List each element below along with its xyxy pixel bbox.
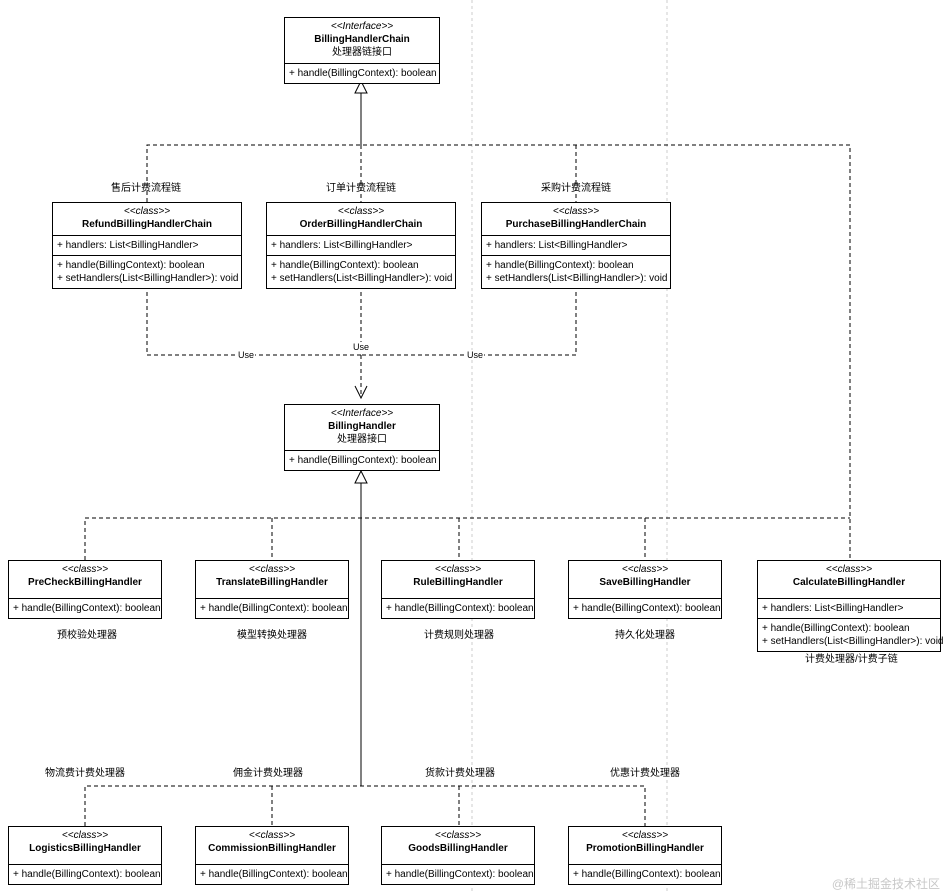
stereotype: <<class>> bbox=[621, 564, 669, 575]
billing-handler-chain-interface[interactable]: <<Interface>> BillingHandlerChain 处理器链接口… bbox=[284, 17, 440, 84]
class-name: PreCheckBillingHandler bbox=[28, 577, 142, 588]
field: + handlers: List<BillingHandler> bbox=[486, 240, 628, 251]
field: + handlers: List<BillingHandler> bbox=[271, 240, 413, 251]
caption-precheck: 预校验处理器 bbox=[57, 630, 117, 641]
use-label-order: Use bbox=[352, 342, 371, 352]
caption-calculate: 计费处理器/计费子链 bbox=[805, 654, 898, 665]
goods-billing-handler[interactable]: <<class>> GoodsBillingHandler + handle(B… bbox=[381, 826, 535, 885]
method: + handle(BillingContext): boolean bbox=[200, 603, 348, 614]
realization-arrow-handler bbox=[354, 469, 368, 484]
billing-handler-interface[interactable]: <<Interface>> BillingHandler 处理器接口 + han… bbox=[284, 404, 440, 471]
chain-label-refund: 售后计费流程链 bbox=[111, 183, 181, 194]
method: + handle(BillingContext): boolean bbox=[289, 68, 437, 79]
use-arrow bbox=[354, 385, 368, 400]
method: + handle(BillingContext): boolean bbox=[200, 869, 348, 880]
class-name: RefundBillingHandlerChain bbox=[82, 219, 212, 230]
class-name: LogisticsBillingHandler bbox=[29, 843, 141, 854]
method: + handle(BillingContext): boolean bbox=[289, 455, 437, 466]
label-promotion: 优惠计费处理器 bbox=[610, 768, 680, 779]
class-name: OrderBillingHandlerChain bbox=[299, 219, 423, 230]
class-name: SaveBillingHandler bbox=[599, 577, 691, 588]
method: + handle(BillingContext): boolean bbox=[386, 869, 534, 880]
method: + handle(BillingContext): boolean bbox=[573, 869, 721, 880]
stereotype: <<class>> bbox=[123, 206, 171, 217]
label-goods: 货款计费处理器 bbox=[425, 768, 495, 779]
stereotype: <<class>> bbox=[248, 830, 296, 841]
label-logistics: 物流费计费处理器 bbox=[45, 768, 125, 779]
caption-translate: 模型转换处理器 bbox=[237, 630, 307, 641]
realization-arrow-chain bbox=[354, 79, 368, 94]
promotion-billing-handler[interactable]: <<class>> PromotionBillingHandler + hand… bbox=[568, 826, 722, 885]
stereotype: <<class>> bbox=[61, 564, 109, 575]
method: + setHandlers(List<BillingHandler>): voi… bbox=[486, 273, 668, 284]
stereotype: <<class>> bbox=[248, 564, 296, 575]
method: + handle(BillingContext): boolean bbox=[386, 603, 534, 614]
field: + handlers: List<BillingHandler> bbox=[57, 240, 199, 251]
stereotype: <<class>> bbox=[434, 830, 482, 841]
class-name: BillingHandlerChain bbox=[314, 34, 410, 45]
label-commission: 佣金计费处理器 bbox=[233, 768, 303, 779]
logistics-billing-handler[interactable]: <<class>> LogisticsBillingHandler + hand… bbox=[8, 826, 162, 885]
realization-lines-top bbox=[146, 144, 851, 560]
method: + setHandlers(List<BillingHandler>): voi… bbox=[762, 636, 944, 647]
method: + handle(BillingContext): boolean bbox=[13, 603, 161, 614]
order-billing-handler-chain[interactable]: <<class>> OrderBillingHandlerChain + han… bbox=[266, 202, 456, 289]
class-subtitle: 处理器链接口 bbox=[332, 47, 392, 58]
method: + setHandlers(List<BillingHandler>): voi… bbox=[271, 273, 453, 284]
method: + handle(BillingContext): boolean bbox=[762, 623, 910, 634]
realization-lines-bottom bbox=[84, 785, 646, 826]
use-label-refund: Use bbox=[237, 350, 256, 360]
commission-billing-handler[interactable]: <<class>> CommissionBillingHandler + han… bbox=[195, 826, 349, 885]
stereotype: <<Interface>> bbox=[330, 408, 394, 419]
method: + handle(BillingContext): boolean bbox=[573, 603, 721, 614]
chain-label-order: 订单计费流程链 bbox=[326, 183, 396, 194]
class-name: BillingHandler bbox=[328, 421, 396, 432]
realization-lines-mid bbox=[84, 517, 850, 560]
watermark: @稀土掘金技术社区 bbox=[831, 877, 940, 891]
method: + handle(BillingContext): boolean bbox=[486, 260, 634, 271]
class-name: CommissionBillingHandler bbox=[208, 843, 336, 854]
caption-save: 持久化处理器 bbox=[615, 630, 675, 641]
purchase-billing-handler-chain[interactable]: <<class>> PurchaseBillingHandlerChain + … bbox=[481, 202, 671, 289]
method: + handle(BillingContext): boolean bbox=[13, 869, 161, 880]
class-name: CalculateBillingHandler bbox=[792, 577, 906, 588]
translate-billing-handler[interactable]: <<class>> TranslateBillingHandler + hand… bbox=[195, 560, 349, 619]
save-billing-handler[interactable]: <<class>> SaveBillingHandler + handle(Bi… bbox=[568, 560, 722, 619]
stereotype: <<class>> bbox=[552, 206, 600, 217]
class-subtitle: 处理器接口 bbox=[337, 434, 387, 445]
calculate-billing-handler[interactable]: <<class>> CalculateBillingHandler + hand… bbox=[757, 560, 944, 652]
stereotype: <<class>> bbox=[621, 830, 669, 841]
caption-rule: 计费规则处理器 bbox=[424, 630, 494, 641]
refund-billing-handler-chain[interactable]: <<class>> RefundBillingHandlerChain + ha… bbox=[52, 202, 242, 289]
rule-billing-handler[interactable]: <<class>> RuleBillingHandler + handle(Bi… bbox=[381, 560, 535, 619]
class-name: PurchaseBillingHandlerChain bbox=[505, 219, 647, 230]
class-name: PromotionBillingHandler bbox=[586, 843, 704, 854]
class-name: TranslateBillingHandler bbox=[216, 577, 328, 588]
method: + handle(BillingContext): boolean bbox=[57, 260, 205, 271]
chain-label-purchase: 采购计费流程链 bbox=[541, 183, 611, 194]
class-name: GoodsBillingHandler bbox=[408, 843, 508, 854]
use-label-purchase: Use bbox=[466, 350, 485, 360]
method: + setHandlers(List<BillingHandler>): voi… bbox=[57, 273, 239, 284]
page-guides bbox=[471, 0, 668, 892]
method: + handle(BillingContext): boolean bbox=[271, 260, 419, 271]
stereotype: <<Interface>> bbox=[330, 21, 394, 32]
field: + handlers: List<BillingHandler> bbox=[762, 603, 904, 614]
stereotype: <<class>> bbox=[434, 564, 482, 575]
stereotype: <<class>> bbox=[61, 830, 109, 841]
class-name: RuleBillingHandler bbox=[413, 577, 503, 588]
stereotype: <<class>> bbox=[337, 206, 385, 217]
stereotype: <<class>> bbox=[825, 564, 873, 575]
precheck-billing-handler[interactable]: <<class>> PreCheckBillingHandler + handl… bbox=[8, 560, 162, 619]
